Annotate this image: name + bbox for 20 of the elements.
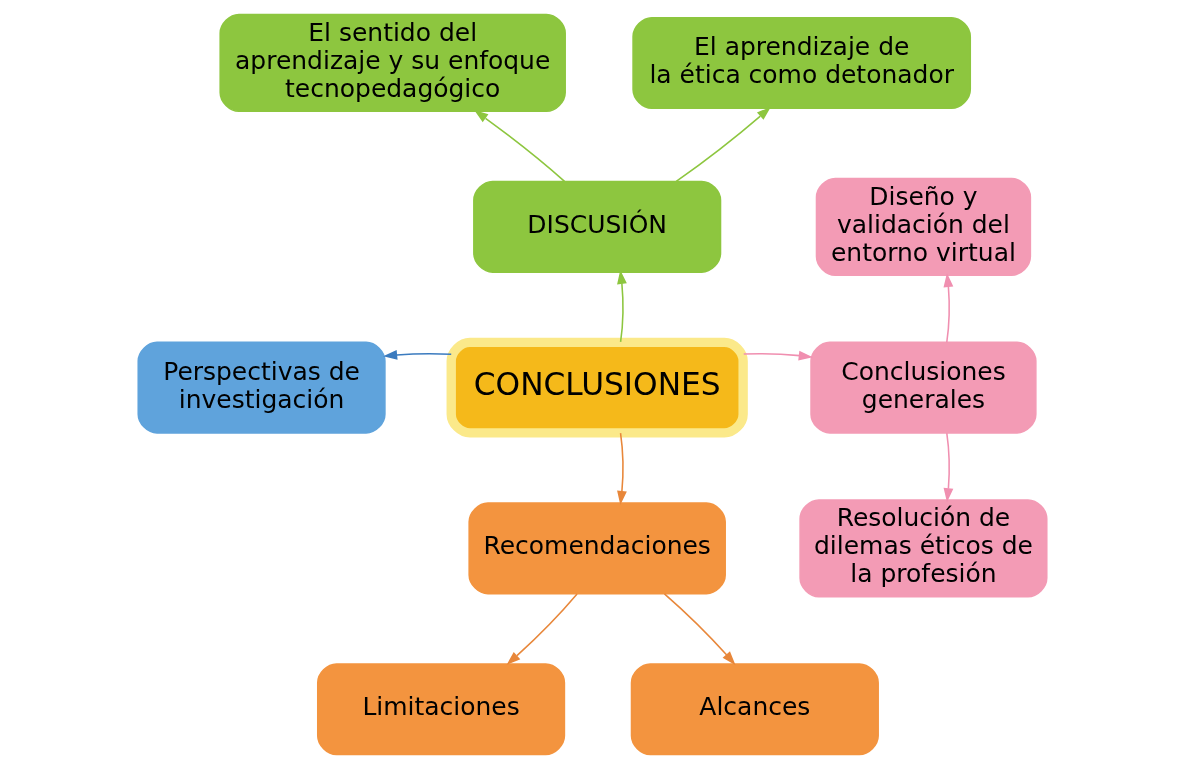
node-box: Limitaciones: [316, 663, 565, 756]
arrow: [663, 593, 736, 666]
arrow: [473, 110, 565, 183]
node-box: Perspectivas de investigación: [136, 341, 386, 434]
node-box: DISCUSIÓN: [472, 180, 721, 273]
node-box: Recomendaciones: [467, 502, 726, 595]
node-box: Resolución de dilemas éticos de la profesión: [798, 499, 1048, 598]
arrow: [742, 350, 813, 361]
arrow: [943, 272, 953, 344]
node-box: Conclusiones generales: [809, 341, 1037, 434]
arrow: [674, 106, 771, 183]
arrow: [506, 593, 578, 665]
node-box: El sentido del aprendizaje y su enfoque tecnopedagógico: [218, 13, 566, 113]
arrow: [943, 432, 953, 503]
node-box: Diseño y validación del entorno virtual: [815, 177, 1031, 276]
node-box: CONCLUSIONES: [446, 337, 748, 438]
arrow: [382, 350, 452, 360]
node-box: Alcances: [630, 663, 879, 756]
node-box: El aprendizaje de la ética como detonador: [631, 16, 971, 109]
arrow: [616, 432, 627, 505]
